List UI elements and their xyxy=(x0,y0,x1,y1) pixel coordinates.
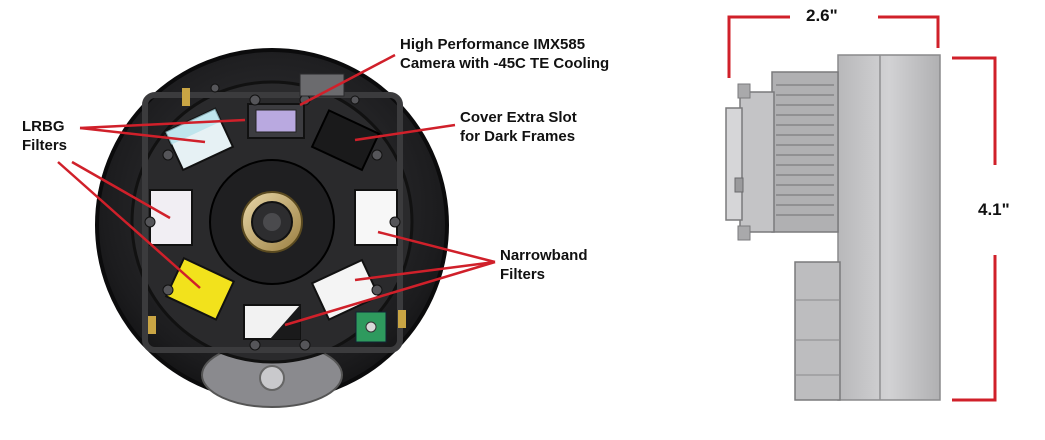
side-profile-drawing xyxy=(725,54,941,401)
front-plate xyxy=(725,107,743,221)
height-dimension-label: 4.1" xyxy=(978,200,1010,219)
narrowband-label: Narrowband Filters xyxy=(500,246,588,284)
cover-label-line2: for Dark Frames xyxy=(460,128,576,145)
narrowband-filter-1 xyxy=(354,189,398,246)
filter-wheel-photo xyxy=(95,48,449,408)
lrbg-label: LRBG Filters xyxy=(22,117,67,155)
width-dim-right xyxy=(878,15,940,48)
heat-sink-fins xyxy=(776,84,834,216)
callout-cover xyxy=(354,123,456,142)
dark-frame-cover xyxy=(310,109,381,172)
front-notch xyxy=(734,177,744,193)
callout-camera xyxy=(299,53,396,107)
lrbg-filter-1 xyxy=(163,107,235,172)
width-dim-left xyxy=(727,15,790,78)
camera-label: High Performance IMX585 Camera with -45C… xyxy=(400,35,609,73)
callout-lrbg-1 xyxy=(79,118,246,130)
callout-lrbg-2 xyxy=(79,126,206,144)
callout-narrow-2 xyxy=(354,260,496,282)
camera-label-line2: Camera with -45C TE Cooling xyxy=(400,55,610,72)
height-dim-bottom xyxy=(952,255,997,402)
height-dim-top xyxy=(952,56,997,165)
connector-block xyxy=(794,261,841,401)
callout-narrow-3 xyxy=(284,260,496,327)
cover-label: Cover Extra Slot for Dark Frames xyxy=(460,108,577,146)
top-board xyxy=(299,73,345,97)
narrowband-label-line1: Narrowband xyxy=(500,247,588,264)
heat-sink xyxy=(771,71,839,233)
lrbg-filter-2 xyxy=(149,189,193,246)
mount-flange xyxy=(739,91,775,233)
camera-label-line1: High Performance IMX585 xyxy=(400,36,586,53)
front-tab-bottom xyxy=(737,225,751,241)
width-dimension-label: 2.6" xyxy=(806,6,838,25)
callout-lrbg-3 xyxy=(71,160,171,220)
center-knob-cap xyxy=(263,213,281,231)
callout-narrow-1 xyxy=(377,230,496,264)
brass-standoff-2 xyxy=(148,316,156,334)
main-housing xyxy=(837,54,941,401)
front-tab-top xyxy=(737,83,751,99)
camera-sensor xyxy=(255,109,297,133)
brass-standoff-3 xyxy=(398,310,406,328)
callout-lrbg-4 xyxy=(57,161,201,289)
callout-lines xyxy=(57,53,496,327)
dimension-lines xyxy=(727,15,997,402)
lrbg-label-line2: Filters xyxy=(22,137,68,154)
lrbg-label-line1: LRBG xyxy=(22,118,65,135)
motor-hub xyxy=(259,365,285,391)
pcb-component xyxy=(365,321,377,333)
narrowband-label-line2: Filters xyxy=(500,266,546,283)
cover-label-line1: Cover Extra Slot xyxy=(460,109,577,126)
brass-standoff-1 xyxy=(182,88,190,106)
narrowband-filter-3-reflection xyxy=(270,305,300,339)
